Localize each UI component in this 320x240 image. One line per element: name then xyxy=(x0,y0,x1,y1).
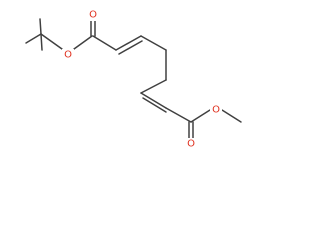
top-carbonyl-oxygen-label: O xyxy=(89,10,97,21)
bond-upper-alkene-single xyxy=(115,35,142,51)
bond-chain-1 xyxy=(140,35,167,51)
bond-tbu-methyl-bottom xyxy=(40,33,43,51)
bond-chain-3 xyxy=(140,79,167,94)
upper-alkene xyxy=(115,35,143,55)
methyl-ester-oxygen-label: O xyxy=(212,105,220,116)
tbu-ester-group xyxy=(73,20,117,51)
bond-ester-oxygen-to-methyl xyxy=(221,109,242,123)
top-carbonyl-oxygen: O xyxy=(87,9,99,21)
methyl-ester-group xyxy=(165,107,242,139)
bond-lower-alkene-double-inner xyxy=(142,97,167,113)
lower-alkene xyxy=(140,92,167,113)
bottom-carbonyl-oxygen: O xyxy=(185,138,197,150)
bond-ester-oxygen-to-carbonyl-carbon xyxy=(73,35,93,50)
structure-diagram: O O O O xyxy=(25,9,242,150)
bond-tbu-to-ester-oxygen xyxy=(40,33,63,50)
bond-carbonyl-to-ester-oxygen xyxy=(190,109,211,123)
bond-lower-alkene-single xyxy=(140,92,167,109)
bottom-carbonyl-oxygen-label: O xyxy=(187,139,195,150)
tbu-ester-oxygen-label: O xyxy=(64,50,72,61)
tbu-ester-oxygen: O xyxy=(62,49,74,61)
bond-tbu-methyl-left xyxy=(25,33,42,44)
tert-butyl-group xyxy=(25,18,63,51)
bond-alkene-to-carbonyl xyxy=(165,107,192,123)
bond-upper-alkene-double-inner xyxy=(118,40,143,55)
oxygen-labels: O O O O xyxy=(62,9,222,150)
bond-tbu-methyl-top xyxy=(39,18,42,35)
methylene-chain xyxy=(140,35,167,94)
methyl-ester-oxygen: O xyxy=(210,104,222,116)
bond-carbonyl-to-alkene xyxy=(92,35,117,51)
